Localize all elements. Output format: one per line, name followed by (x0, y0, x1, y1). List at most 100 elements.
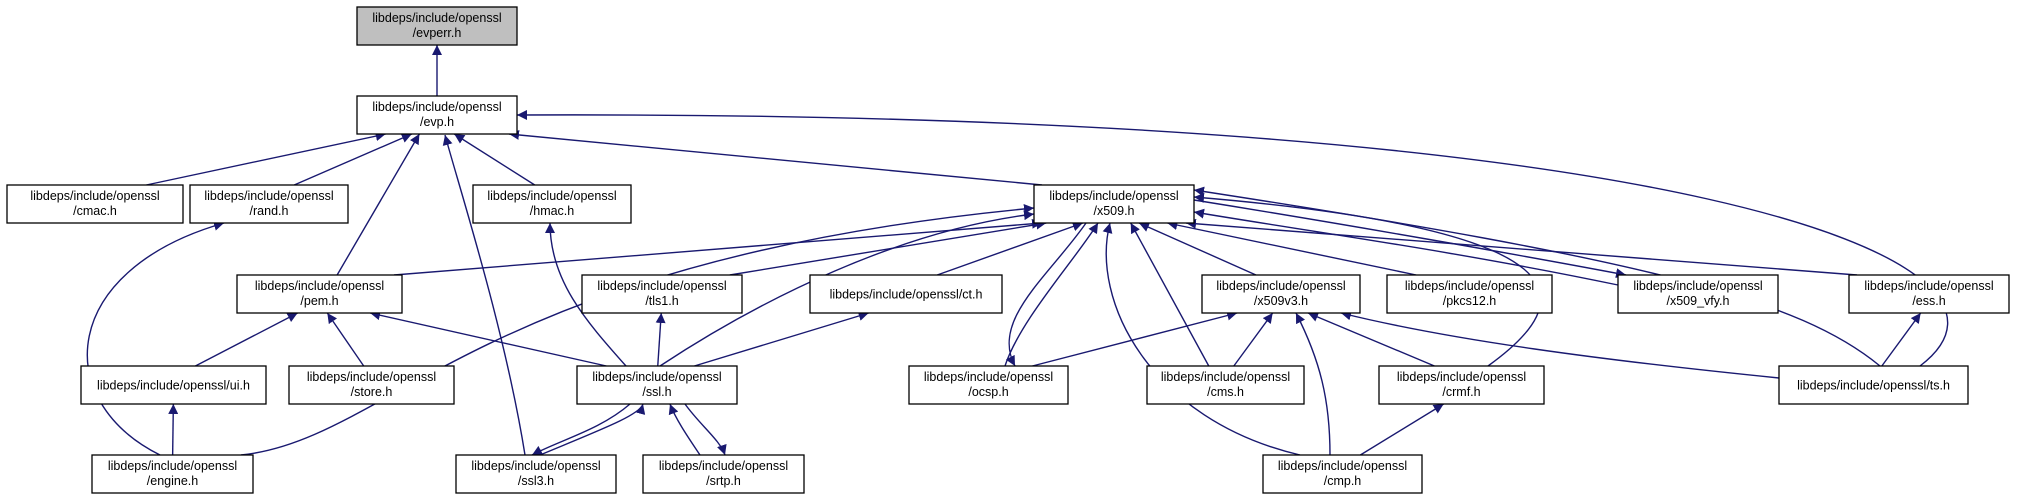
node-label-line: libdeps/include/openssl (307, 370, 436, 384)
node-label-line: libdeps/include/openssl (255, 279, 384, 293)
edge-ts-to-x509v3 (1340, 310, 1780, 379)
node-label-line: libdeps/include/openssl (487, 189, 616, 203)
edge-ssl-to-x509 (659, 210, 1035, 367)
node-ssl3[interactable]: libdeps/include/openssl/ssl3.h (455, 454, 617, 494)
edge-hmac-to-evp (453, 133, 536, 186)
edge-store-to-pem (326, 312, 365, 367)
node-box (809, 274, 1003, 314)
node-rand[interactable]: libdeps/include/openssl/rand.h (189, 184, 349, 224)
edge-pem-to-x509 (393, 218, 1043, 276)
node-label-line: libdeps/include/openssl/ts.h (1797, 379, 1950, 393)
node-label-line: /cmac.h (73, 204, 117, 218)
node-label-line: libdeps/include/openssl (924, 370, 1053, 384)
node-label-line: libdeps/include/openssl (659, 459, 788, 473)
node-label-line: libdeps/include/openssl (1397, 370, 1526, 384)
node-hmac[interactable]: libdeps/include/openssl/hmac.h (472, 184, 632, 224)
node-label-line: libdeps/include/openssl (1864, 279, 1993, 293)
node-box (236, 274, 403, 314)
edge-cmac-to-evp (146, 131, 386, 186)
edges-layer (86, 45, 1949, 456)
nodes-layer: libdeps/include/openssl/evperr.hlibdeps/… (6, 6, 2010, 494)
node-evperr[interactable]: libdeps/include/openssl/evperr.h (356, 6, 518, 46)
node-ts[interactable]: libdeps/include/openssl/ts.h (1778, 365, 1969, 405)
edge-ess-to-x509 (1185, 218, 1858, 276)
node-box (1848, 274, 2010, 314)
edge-ct-to-x509 (936, 221, 1084, 276)
edge-cmp-to-x509 (1102, 222, 1301, 456)
node-label-line: /tls1.h (645, 294, 678, 308)
node-x509vfy[interactable]: libdeps/include/openssl/x509_vfy.h (1617, 274, 1779, 314)
node-box (908, 365, 1069, 405)
node-label-line: /pkcs12.h (1443, 294, 1497, 308)
edge-ssl-to-ssl3 (531, 403, 631, 456)
node-label-line: /evp.h (420, 115, 454, 129)
edge-ssl-to-srtp (684, 403, 727, 456)
edge-pem-to-evp (336, 133, 420, 276)
node-label-line: /x509v3.h (1254, 294, 1308, 308)
node-pkcs12[interactable]: libdeps/include/openssl/pkcs12.h (1386, 274, 1553, 314)
node-box (1146, 365, 1305, 405)
node-label-line: libdeps/include/openssl (1216, 279, 1345, 293)
edge-srtp-to-ssl (668, 403, 701, 456)
node-ssl[interactable]: libdeps/include/openssl/ssl.h (576, 365, 738, 405)
edge-ocsp-to-x509v3 (1032, 310, 1238, 367)
node-label-line: libdeps/include/openssl (1161, 370, 1290, 384)
node-ocsp[interactable]: libdeps/include/openssl/ocsp.h (908, 365, 1069, 405)
node-label-line: /evperr.h (413, 26, 462, 40)
node-label-line: /engine.h (147, 474, 198, 488)
edge-engine-to-x509 (240, 203, 1035, 456)
node-tls1[interactable]: libdeps/include/openssl/tls1.h (581, 274, 743, 314)
node-label-line: libdeps/include/openssl (204, 189, 333, 203)
node-label-line: /store.h (351, 385, 393, 399)
edge-ssl-to-hmac (545, 222, 627, 367)
node-cms[interactable]: libdeps/include/openssl/cms.h (1146, 365, 1305, 405)
edge-cmp-to-x509v3 (1295, 312, 1331, 456)
node-cmac[interactable]: libdeps/include/openssl/cmac.h (6, 184, 184, 224)
edge-crmf-to-x509v3 (1307, 312, 1435, 367)
edge-engine-to-ui (168, 403, 179, 456)
node-srtp[interactable]: libdeps/include/openssl/srtp.h (642, 454, 805, 494)
node-label-line: /hmac.h (530, 204, 575, 218)
node-box (6, 184, 184, 224)
edge-ssl-to-tls1 (655, 312, 666, 367)
node-label-line: libdeps/include/openssl/ui.h (97, 379, 250, 393)
node-label-line: libdeps/include/openssl/ct.h (830, 288, 983, 302)
edge-x509vfy-to-x509 (1193, 208, 1619, 286)
node-ui[interactable]: libdeps/include/openssl/ui.h (80, 365, 267, 405)
edge-ssl-to-pem (369, 310, 607, 367)
node-label-line: /x509_vfy.h (1666, 294, 1729, 308)
node-label-line: /cmp.h (1324, 474, 1362, 488)
edge-ts-to-evp (516, 109, 1949, 367)
node-label-line: /ess.h (1912, 294, 1945, 308)
node-x509v3[interactable]: libdeps/include/openssl/x509v3.h (1201, 274, 1361, 314)
node-pem[interactable]: libdeps/include/openssl/pem.h (236, 274, 403, 314)
edge-ssl-to-ct (694, 311, 869, 367)
node-evp[interactable]: libdeps/include/openssl/evp.h (356, 95, 518, 135)
node-x509[interactable]: libdeps/include/openssl/x509.h (1033, 184, 1195, 224)
node-ct[interactable]: libdeps/include/openssl/ct.h (809, 274, 1003, 314)
node-box (472, 184, 632, 224)
edge-ts-to-ess (1881, 312, 1922, 367)
node-box (455, 454, 617, 494)
node-label-line: /srtp.h (706, 474, 741, 488)
edge-cms-to-x509v3 (1233, 312, 1274, 367)
edge-pkcs12-to-x509 (1167, 220, 1417, 276)
node-box (576, 365, 738, 405)
node-box (1386, 274, 1553, 314)
node-engine[interactable]: libdeps/include/openssl/engine.h (91, 454, 254, 494)
node-label-line: libdeps/include/openssl (1049, 189, 1178, 203)
node-label-line: libdeps/include/openssl (372, 11, 501, 25)
node-label-line: /ocsp.h (968, 385, 1008, 399)
node-label-line: libdeps/include/openssl (108, 459, 237, 473)
node-label-line: /rand.h (250, 204, 289, 218)
edge-x509v3-to-x509 (1138, 222, 1257, 276)
node-cmp[interactable]: libdeps/include/openssl/cmp.h (1262, 454, 1423, 494)
node-store[interactable]: libdeps/include/openssl/store.h (288, 365, 455, 405)
node-box (91, 454, 254, 494)
node-box (1778, 365, 1969, 405)
node-crmf[interactable]: libdeps/include/openssl/crmf.h (1378, 365, 1545, 405)
node-box (356, 95, 518, 135)
node-ess[interactable]: libdeps/include/openssl/ess.h (1848, 274, 2010, 314)
node-box (642, 454, 805, 494)
